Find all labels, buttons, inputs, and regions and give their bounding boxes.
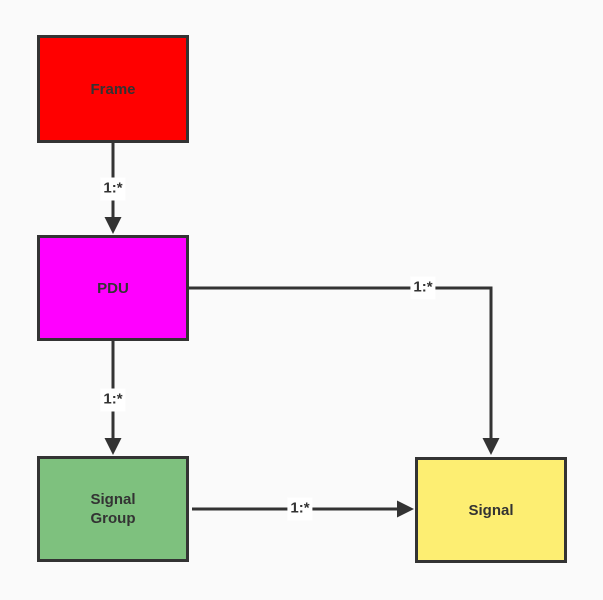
edge-label-frame-to-pdu: 1:* xyxy=(100,177,126,201)
edge-pdu-to-signal-group-arrowhead-icon xyxy=(104,438,122,455)
edge-pdu-to-signal-arrowhead-icon xyxy=(482,438,500,455)
edge-label-pdu-to-signal-group: 1:* xyxy=(100,388,126,412)
node-signal-group[interactable]: Signal Group xyxy=(37,456,189,562)
node-pdu-label: PDU xyxy=(97,279,129,297)
edge-label-signal-group-to-signal: 1:* xyxy=(287,497,313,521)
node-signal[interactable]: Signal xyxy=(415,457,567,563)
node-pdu[interactable]: PDU xyxy=(37,235,189,341)
edge-signal-group-to-signal-arrowhead-icon xyxy=(397,500,414,518)
edge-label-pdu-to-signal: 1:* xyxy=(410,276,436,300)
node-signal-label: Signal xyxy=(468,501,514,519)
node-frame-label: Frame xyxy=(90,80,136,98)
node-signal-group-label: Signal Group xyxy=(90,491,136,527)
edge-pdu-to-signal-line xyxy=(189,286,493,440)
edge-frame-to-pdu-arrowhead-icon xyxy=(104,217,122,234)
node-frame[interactable]: Frame xyxy=(37,35,189,143)
